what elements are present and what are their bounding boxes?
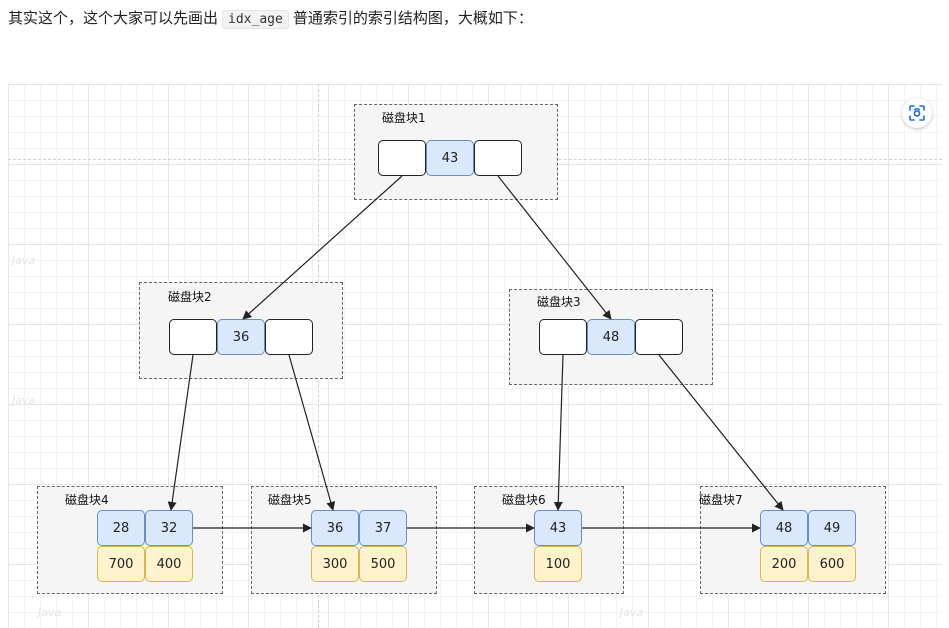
- index-key: 48: [760, 510, 808, 546]
- edge-block1-to-block3: [497, 175, 612, 320]
- edge-block1-to-block2: [242, 175, 403, 320]
- disk-block-7-title: 磁盘块7: [699, 493, 743, 507]
- intro-text-after: 普通索引的索引结构图，大概如下：: [292, 9, 533, 27]
- pointer-slot: [635, 319, 683, 355]
- index-key: 48: [587, 319, 635, 355]
- row-id-value: 700: [97, 546, 145, 582]
- pointer-slot: [169, 319, 217, 355]
- disk-block-5-title: 磁盘块5: [268, 493, 312, 507]
- row-id-value: 200: [760, 546, 808, 582]
- disk-block-3-title: 磁盘块3: [537, 295, 581, 309]
- edge-block2-to-block5: [288, 354, 336, 511]
- pointer-slot: [265, 319, 313, 355]
- row-id-value: 400: [145, 546, 193, 582]
- watermark: Java: [12, 254, 36, 267]
- inline-code: idx_age: [222, 10, 289, 29]
- index-key: 32: [145, 510, 193, 546]
- index-key: 28: [97, 510, 145, 546]
- watermark: Java: [620, 606, 644, 619]
- pointer-slot: [474, 140, 522, 176]
- diagram-edges: [167, 175, 784, 533]
- row-id-value: 300: [311, 546, 359, 582]
- disk-block-4-title: 磁盘块4: [65, 493, 109, 507]
- index-key: 43: [426, 140, 474, 176]
- disk-block-2-title: 磁盘块2: [168, 290, 212, 304]
- row-id-value: 500: [359, 546, 407, 582]
- edge-block2-to-block4: [167, 354, 194, 511]
- edge-block3-to-block7: [658, 354, 784, 511]
- edge-block3-to-block6: [553, 354, 564, 511]
- index-key: 49: [808, 510, 856, 546]
- row-id-value: 100: [534, 546, 582, 582]
- watermark: Java: [12, 394, 36, 407]
- watermark: Java: [38, 606, 62, 619]
- disk-block-1-title: 磁盘块1: [382, 111, 426, 125]
- intro-text-before: 其实这个，这个大家可以先画出: [8, 9, 219, 27]
- diagram-canvas: Java Java Java Java 磁盘块1 43 磁盘块2 36 磁盘块3…: [8, 84, 942, 628]
- disk-block-6-title: 磁盘块6: [502, 493, 546, 507]
- pointer-slot: [378, 140, 426, 176]
- index-key: 36: [217, 319, 265, 355]
- camera-scan-button[interactable]: [902, 98, 932, 128]
- row-id-value: 600: [808, 546, 856, 582]
- camera-scan-icon: [909, 105, 925, 121]
- index-key: 37: [359, 510, 407, 546]
- pointer-slot: [539, 319, 587, 355]
